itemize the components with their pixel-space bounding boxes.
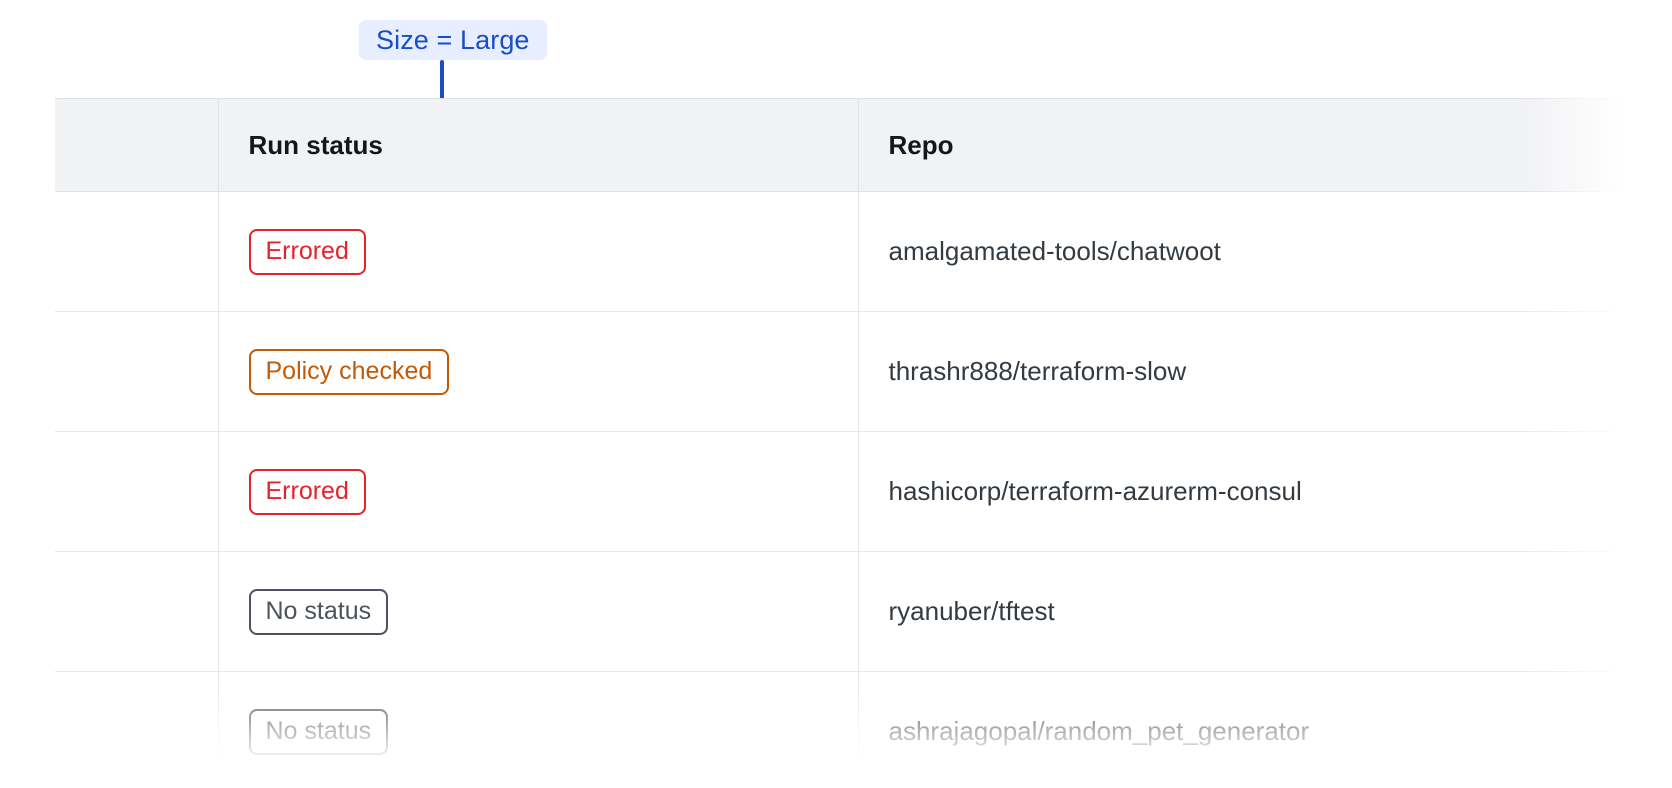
repo-name[interactable]: thrashr888/terraform-slow xyxy=(888,356,1187,386)
repo-cell: hashicorp/terraform-azurerm-consul xyxy=(858,431,1671,552)
column-header-lead[interactable] xyxy=(55,98,219,192)
table-row[interactable]: Errored amalgamated-tools/chatwoot xyxy=(55,191,1671,312)
row-lead-cell xyxy=(55,551,219,672)
status-badge[interactable]: Errored xyxy=(248,228,366,275)
runs-table: Run status Repo Errored amalgamated-tool… xyxy=(55,98,1671,788)
row-lead-cell xyxy=(55,191,219,312)
status-badge[interactable]: No status xyxy=(248,588,389,635)
column-header-run-status[interactable]: Run status xyxy=(218,98,859,192)
repo-cell: thrashr888/terraform-slow xyxy=(858,311,1671,432)
repo-name[interactable]: hashicorp/terraform-azurerm-consul xyxy=(888,476,1302,506)
table-header-row: Run status Repo xyxy=(55,98,1671,192)
table-body: Errored amalgamated-tools/chatwoot Polic… xyxy=(55,191,1671,788)
row-lead-cell xyxy=(55,431,219,552)
status-badge[interactable]: Errored xyxy=(248,468,366,515)
row-lead-cell xyxy=(55,311,219,432)
table-viewport: Run status Repo Errored amalgamated-tool… xyxy=(0,98,1672,788)
status-badge[interactable]: No status xyxy=(248,708,389,755)
repo-cell: amalgamated-tools/chatwoot xyxy=(858,191,1671,312)
repo-name[interactable]: ryanuber/tftest xyxy=(888,596,1055,626)
repo-cell: ryanuber/tftest xyxy=(858,551,1671,672)
table-row[interactable]: No status ashrajagopal/random_pet_genera… xyxy=(55,671,1671,788)
column-header-repo[interactable]: Repo xyxy=(858,98,1671,192)
row-lead-cell xyxy=(55,671,219,788)
repo-name[interactable]: amalgamated-tools/chatwoot xyxy=(888,236,1221,266)
run-status-cell: Errored xyxy=(218,191,859,312)
table-row[interactable]: Policy checked thrashr888/terraform-slow xyxy=(55,311,1671,432)
run-status-cell: No status xyxy=(218,551,859,672)
status-badge[interactable]: Policy checked xyxy=(248,348,450,395)
annotation-size-badge: Size = Large xyxy=(359,20,547,60)
table-row[interactable]: No status ryanuber/tftest xyxy=(55,551,1671,672)
repo-cell: ashrajagopal/random_pet_generator xyxy=(858,671,1671,788)
table-row[interactable]: Errored hashicorp/terraform-azurerm-cons… xyxy=(55,431,1671,552)
table-header: Run status Repo xyxy=(55,98,1671,192)
run-status-cell: Errored xyxy=(218,431,859,552)
repo-name[interactable]: ashrajagopal/random_pet_generator xyxy=(888,716,1310,746)
run-status-cell: Policy checked xyxy=(218,311,859,432)
run-status-cell: No status xyxy=(218,671,859,788)
